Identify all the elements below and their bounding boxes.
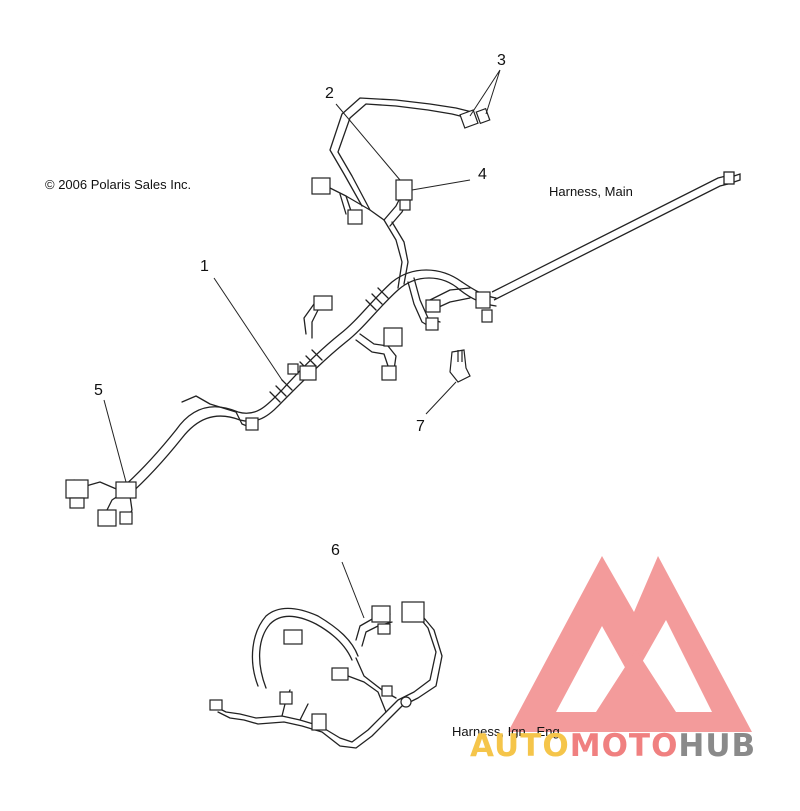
callout-3: 3 [497, 52, 506, 69]
callout-6: 6 [331, 542, 340, 559]
triangle-mg-logo-icon [508, 556, 752, 732]
caption-harness-ign-eng: Harness, Ign., Eng. [452, 724, 564, 739]
connector-drawings [65, 107, 493, 527]
callout-7: 7 [416, 418, 425, 435]
callout-5: 5 [94, 382, 103, 399]
main-cable-drawing [491, 171, 741, 301]
ign-harness-drawing [213, 607, 443, 749]
copyright-notice: © 2006 Polaris Sales Inc. [45, 177, 192, 192]
callout-1: 1 [200, 258, 209, 275]
ign-connector-drawings [209, 601, 425, 731]
watermark-wordmark: AUTOMOTOHUB [470, 728, 756, 764]
leader-lines [103, 69, 501, 619]
watermark-part-auto: AUTO [470, 728, 570, 764]
main-harness-drawing [73, 97, 497, 523]
watermark-part-moto: MOTO [569, 728, 679, 764]
caption-harness-main: Harness, Main [549, 184, 633, 199]
callout-2: 2 [325, 85, 334, 102]
watermark-part-hub: HUB [678, 728, 757, 764]
callout-4: 4 [478, 166, 487, 183]
